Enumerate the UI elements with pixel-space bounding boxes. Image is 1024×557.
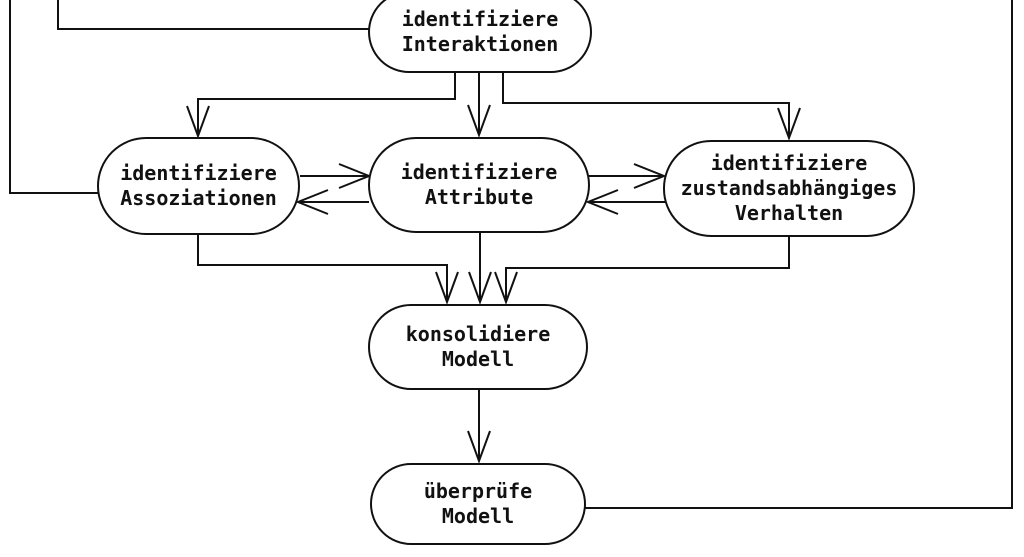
arrowhead-down-icon: [468, 271, 492, 305]
node-label-line: identifiziere: [120, 161, 277, 185]
node-identifiziere-zustandsabhaengiges-verhalten: identifiziere zustandsabhängiges Verhalt…: [663, 140, 915, 237]
node-label-line: zustandsabhängiges: [680, 176, 898, 200]
node-identifiziere-assoziationen: identifiziere Assoziationen: [97, 137, 300, 235]
arrowhead-left-icon: [585, 189, 619, 215]
edge-top-to-interaktionen: [57, 0, 369, 30]
arrowhead-down-icon: [494, 271, 518, 305]
arrowhead-down-icon: [467, 104, 491, 138]
node-label-line: Interaktionen: [401, 32, 559, 56]
edge-top-to-assoziationen: [9, 0, 98, 194]
node-label-line: identifiziere: [400, 160, 558, 184]
arrowhead-down-icon: [186, 105, 210, 139]
edge-interaktionen-verhalten: [502, 73, 790, 136]
arrowhead-left-icon: [295, 189, 329, 215]
node-label-line: identifiziere: [710, 151, 868, 175]
arrowhead-down-icon: [435, 271, 459, 305]
edge-ueberpruefe-offscreen: [585, 0, 1013, 509]
node-label-line: Attribute: [424, 185, 534, 209]
node-ueberpruefe-modell: überprüfe Modell: [370, 463, 586, 545]
node-label-line: Assoziationen: [120, 186, 277, 210]
arrowhead-down-icon: [777, 107, 801, 141]
node-label-line: Verhalten: [734, 201, 844, 225]
node-konsolidiere-modell: konsolidiere Modell: [368, 304, 588, 390]
edge-assoziationen-konsolidiere: [197, 235, 448, 301]
node-label-line: Modell: [441, 347, 515, 371]
arrowhead-down-icon: [467, 430, 491, 464]
node-label-line: Modell: [441, 504, 515, 528]
node-identifiziere-interaktionen: identifiziere Interaktionen: [368, 0, 592, 73]
node-label-line: konsolidiere: [405, 322, 551, 346]
node-label-line: überprüfe: [423, 479, 533, 503]
edge-verhalten-konsolidiere: [505, 237, 790, 301]
edge-interaktionen-assoziationen: [197, 73, 456, 133]
node-label-line: identifiziere: [401, 7, 559, 31]
node-identifiziere-attribute: identifiziere Attribute: [368, 137, 590, 233]
